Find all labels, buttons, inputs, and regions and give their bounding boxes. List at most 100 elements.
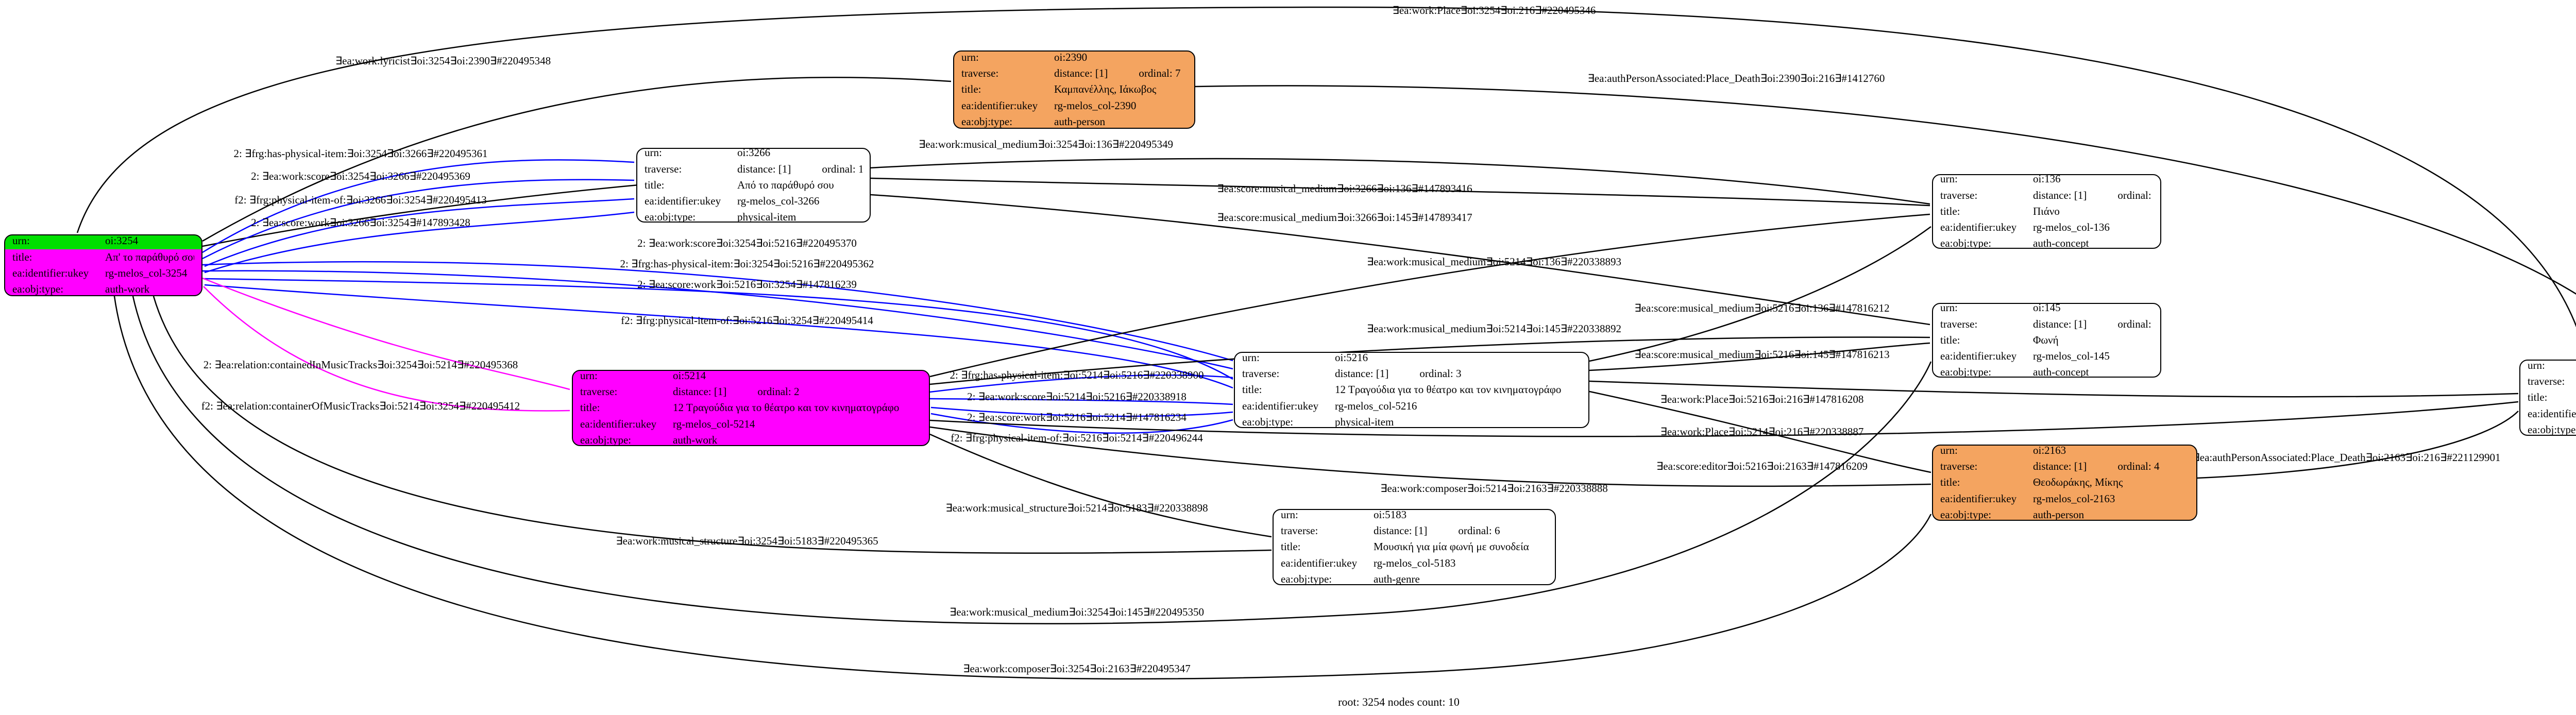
node-row-ukey: ea:identifier:ukey rg-melos_col-2390: [954, 98, 1194, 114]
field-label-objtype: ea:obj:type:: [1242, 415, 1294, 428]
field-label-traverse: traverse:: [1940, 189, 1978, 201]
node-oi-145[interactable]: urn: oi:145 traverse: distance: [1]ordin…: [1932, 303, 2161, 378]
node-row-traverse: traverse: distance: [1]ordinal: 1: [637, 161, 870, 177]
field-label-ukey: ea:identifier:ukey: [1281, 556, 1358, 569]
node-oi-5214[interactable]: urn: oi:5214 traverse: distance: [1]ordi…: [572, 370, 930, 446]
edge-work-score-3254-3266: [202, 179, 635, 260]
edge-label-score-musical-medium-3266-145: ∃ea:score:musical_medium∃oi:3266∃oi:145∃…: [1217, 211, 1472, 224]
edge-frg-has-physical-item-3254-5216: [202, 270, 1233, 370]
field-label-traverse: traverse:: [1242, 367, 1280, 380]
node-oi-216[interactable]: urn: oi:216 traverse: distance: [1]ordin…: [2519, 360, 2576, 436]
node-oi-3254[interactable]: urn: oi:3254 title: Απ' το παράθυρό σου …: [4, 234, 202, 296]
traverse-distance: distance: [1]: [737, 162, 791, 175]
edge-label-musical-structure-5214-5183: ∃ea:work:musical_structure∃oi:5214∃oi:51…: [945, 502, 1208, 514]
edge-label-physical-item-of-5216-5214: f2: ∃frg:physical-item-of:∃oi:5216∃oi:52…: [951, 432, 1203, 444]
node-oi-2390[interactable]: urn: oi:2390 traverse: distance: [1]ordi…: [953, 50, 1195, 129]
field-value-title: Απ' το παράθυρό σου: [105, 250, 194, 263]
traverse-distance: distance: [1]: [1374, 524, 1428, 537]
edge-label-score-work-5216-5214: 2: ∃ea:score:work∃oi:5216∃oi:5214∃#14781…: [967, 411, 1187, 423]
node-row-title: title: Μουσική για μία φωνή με συνοδεία: [1274, 539, 1555, 555]
field-value-ukey: rg-melos_col-5216: [1335, 399, 1417, 412]
edge-label-work-score-3254-3266: 2: ∃ea:work:score∃oi:3254∃oi:3266∃#22049…: [251, 170, 470, 182]
field-value-title: Από το παράθυρό σου: [737, 178, 834, 191]
field-label-urn: urn:: [1281, 509, 1298, 521]
field-label-urn: urn:: [1242, 352, 1260, 364]
field-value-title: 12 Τραγούδια για το θέατρο και τον κινημ…: [673, 401, 900, 414]
edge-authperson-place-death-2163-216: [2197, 411, 2519, 479]
edge-label-score-musical-medium-3266-136: ∃ea:score:musical_medium∃oi:3266∃oi:136∃…: [1217, 182, 1472, 195]
field-label-title: title:: [1940, 205, 1960, 217]
edge-work-composer-3254-2163: [113, 296, 1932, 680]
traverse-distance: distance: [1]: [1335, 367, 1389, 380]
node-row-urn: urn: oi:2163: [1933, 446, 2196, 458]
field-value-objtype: auth-genre: [1374, 572, 1420, 585]
field-value-title: Μουσική για μία φωνή με συνοδεία: [1374, 540, 1529, 553]
node-oi-3266[interactable]: urn: oi:3266 traverse: distance: [1]ordi…: [636, 148, 871, 223]
node-row-urn: urn: oi:136: [1933, 174, 2160, 188]
field-label-traverse: traverse:: [2528, 375, 2565, 388]
node-oi-5216[interactable]: urn: oi:5216 traverse: distance: [1]ordi…: [1234, 352, 1589, 428]
edge-label-score-editor-5216-2163: ∃ea:score:editor∃oi:5216∃oi:2163∃#147816…: [1656, 460, 1868, 472]
node-row-urn: urn: oi:3266: [637, 148, 870, 161]
node-row-objtype: ea:obj:type: physical-item: [637, 209, 870, 223]
field-label-ukey: ea:identifier:ukey: [580, 417, 657, 430]
node-row-objtype: ea:obj:type: auth-genre: [1274, 571, 1555, 585]
edge-label-work-composer-5214-2163: ∃ea:work:composer∃oi:5214∃oi:2163∃#22033…: [1380, 482, 1608, 495]
traverse-distance: distance: [1]: [2033, 189, 2087, 201]
edge-label-place-death-2390: ∃ea:authPersonAssociated:Place_Death∃oi:…: [1587, 72, 1885, 84]
node-row-objtype: ea:obj:type: auth-person: [954, 114, 1194, 128]
field-value-objtype: auth-work: [105, 283, 150, 296]
field-label-urn: urn:: [961, 50, 979, 63]
field-label-urn: urn:: [2528, 360, 2545, 371]
edge-score-work-3266-3254: [204, 211, 635, 274]
node-row-title: title: 12 Τραγούδια για το θέατρο και το…: [1235, 382, 1588, 398]
node-row-traverse: traverse: distance: [1]ordinal: 3: [1235, 366, 1588, 382]
edge-score-musical-medium-5216-145: [1589, 342, 1930, 371]
field-value-ukey: rg-melos_col-5183: [1374, 556, 1456, 569]
node-row-objtype: ea:obj:type: auth-work: [573, 432, 929, 445]
field-label-title: title:: [580, 401, 600, 414]
field-label-objtype: ea:obj:type:: [645, 211, 696, 223]
edge-label-score-musical-medium-5216-136: ∃ea:score:musical_medium∃oi:5216∃oi:136∃…: [1634, 302, 1890, 314]
field-label-title: title:: [1242, 383, 1262, 396]
field-value-objtype: auth-concept: [2033, 237, 2089, 249]
node-row-traverse: traverse: distance: [1]ordinal: 5: [2520, 373, 2576, 389]
node-oi-5183[interactable]: urn: oi:5183 traverse: distance: [1]ordi…: [1273, 509, 1556, 585]
field-label-traverse: traverse:: [961, 67, 999, 80]
field-label-traverse: traverse:: [1940, 460, 1978, 473]
traverse-ordinal: ordinal: 2: [757, 385, 800, 398]
field-value-ukey: rg-melos_col-145: [2033, 350, 2110, 363]
field-label-traverse: traverse:: [1940, 317, 1978, 330]
edge-label-work-score-3254-5216: 2: ∃ea:work:score∃oi:3254∃oi:5216∃#22049…: [637, 237, 857, 249]
edge-label-musical-structure-3254-5183: ∃ea:work:musical_structure∃oi:3254∃oi:51…: [616, 535, 878, 547]
node-oi-2163[interactable]: urn: oi:2163 traverse: distance: [1]ordi…: [1932, 445, 2197, 521]
field-label-urn: urn:: [580, 370, 598, 382]
node-row-traverse: traverse: distance: [1]ordinal: 7: [954, 65, 1194, 81]
field-label-urn: urn:: [1940, 174, 1958, 185]
node-row-traverse: traverse: distance: [1]ordinal: 6: [1274, 523, 1555, 539]
node-row-title: title: 12 Τραγούδια για το θέατρο και το…: [573, 400, 929, 416]
field-label-traverse: traverse:: [1281, 524, 1318, 537]
edge-label-musical-medium-3254-136: ∃ea:work:musical_medium∃oi:3254∃oi:136∃#…: [918, 138, 1174, 150]
field-value-ukey: rg-melos_col-3266: [737, 195, 820, 208]
node-row-title: title: Θεοδωράκης, Μίκης: [1933, 474, 2196, 490]
edge-label-score-work-5216-3254: 2: ∃ea:score:work∃oi:5216∃oi:3254∃#14781…: [637, 278, 857, 291]
edge-label-has-physical-item-3254-5216: 2: ∃frg:has-physical-item:∃oi:3254∃oi:52…: [620, 258, 874, 270]
traverse-distance: distance: [1]: [2033, 317, 2087, 330]
field-label-ukey: ea:identifier:ukey: [12, 267, 89, 279]
edge-work-musical-medium-3254-136: [202, 158, 1930, 247]
edge-score-editor-5216-2163: [1589, 390, 1931, 473]
field-label-urn: urn:: [645, 148, 662, 159]
edge-label-work-place-3254-216: ∃ea:work:Place∃oi:3254∃oi:216∃#220495346: [1392, 4, 1596, 16]
node-row-urn: urn: oi:5216: [1235, 352, 1588, 366]
node-row-ukey: ea:identifier:ukey rg-melos_col-216: [2520, 406, 2576, 422]
edge-work-musical-medium-5214-145: [929, 336, 1930, 385]
field-value-urn: oi:3254: [105, 234, 139, 247]
field-label-ukey: ea:identifier:ukey: [1242, 399, 1319, 412]
field-label-objtype: ea:obj:type:: [12, 283, 64, 296]
node-row-urn: urn: oi:216: [2520, 360, 2576, 373]
node-oi-136[interactable]: urn: oi:136 traverse: distance: [1]ordin…: [1932, 174, 2161, 249]
edge-label-place-death-2163: ∃ea:authPersonAssociated:Place_Death∃oi:…: [2193, 451, 2501, 464]
graph-root-summary: root: 3254 nodes count: 10: [1338, 695, 1460, 708]
